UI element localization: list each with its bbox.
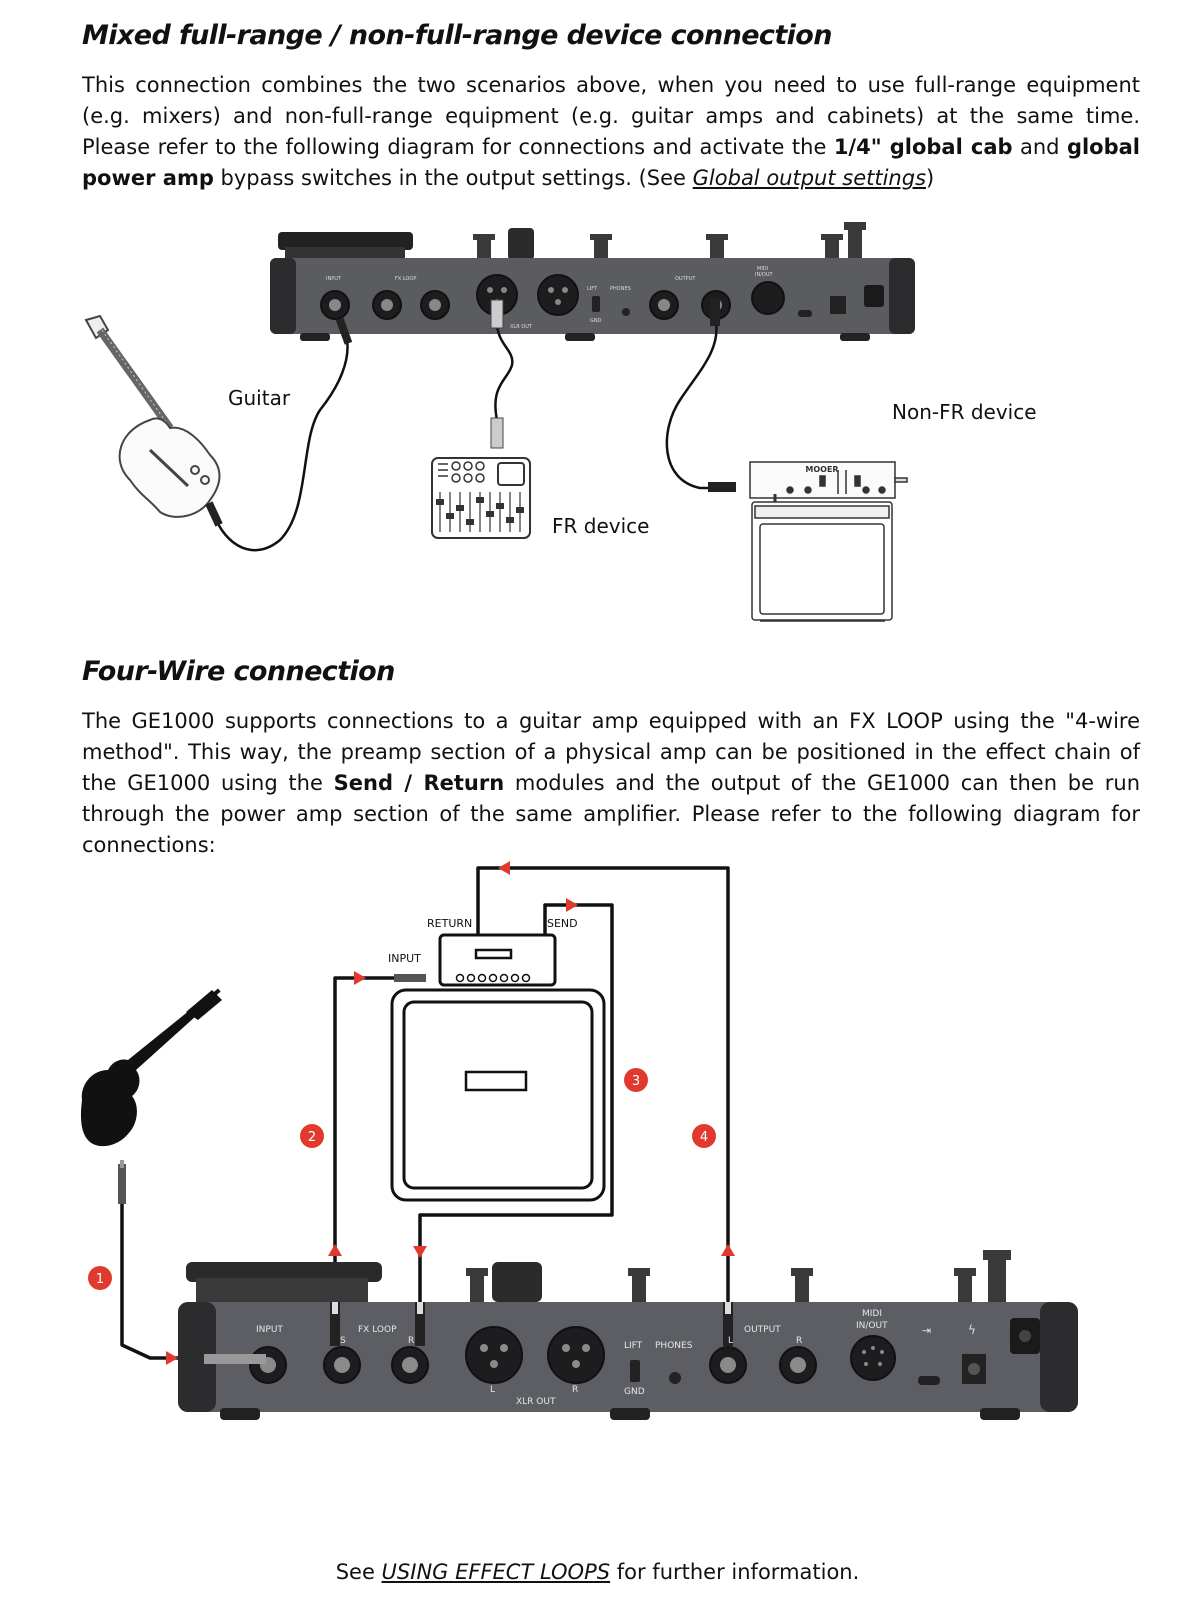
fr-device-label: FR device bbox=[552, 514, 650, 538]
panel-fxloop-label: FX LOOP bbox=[395, 276, 416, 282]
panel-xlrout-label: XLR OUT bbox=[516, 1397, 556, 1407]
panel-input-label: INPUT bbox=[256, 1325, 283, 1335]
bold-global-power-amp: global power amp bbox=[82, 135, 1140, 190]
section-title-mixed: Mixed full-range / non-full-range device… bbox=[82, 20, 832, 51]
guitar-silhouette-icon bbox=[80, 988, 222, 1147]
panel-l-label: L bbox=[490, 1385, 495, 1395]
cabinet-icon bbox=[390, 988, 606, 1202]
paragraph-text: The GE1000 supports connections to a gui… bbox=[82, 709, 1140, 795]
amp-send-label: SEND bbox=[547, 917, 578, 930]
panel-output-label: OUTPUT bbox=[744, 1325, 781, 1335]
section-title-four-wire: Four-Wire connection bbox=[82, 656, 395, 687]
non-fr-amp-icon bbox=[749, 461, 908, 622]
panel-input-label: INPUT bbox=[326, 276, 342, 282]
output-cable bbox=[665, 321, 735, 490]
marker-4: 4 bbox=[700, 1130, 708, 1145]
marker-2: 2 bbox=[308, 1130, 316, 1145]
paragraph-text: ) bbox=[926, 166, 935, 190]
amp-input-label: INPUT bbox=[388, 952, 421, 965]
panel-phones-label: PHONES bbox=[610, 286, 631, 292]
panel-midi-label: MIDI bbox=[757, 266, 768, 272]
panel-phones-label: PHONES bbox=[655, 1341, 693, 1351]
guitar-label: Guitar bbox=[228, 386, 291, 410]
numbered-markers: 1 2 3 4 bbox=[88, 1068, 716, 1290]
wire-4 bbox=[476, 866, 730, 1305]
power-icon: ϟ bbox=[968, 1323, 976, 1337]
xlr-cable bbox=[494, 321, 514, 421]
panel-xlrout-label: XLR OUT bbox=[510, 324, 533, 330]
amp-head-icon bbox=[438, 933, 557, 987]
panel-output-label: OUTPUT bbox=[675, 276, 696, 282]
signal-arrows bbox=[166, 861, 735, 1365]
footer-text: See bbox=[335, 1560, 382, 1584]
fr-device-mixer-icon bbox=[431, 457, 531, 539]
usb-icon: ⇥ bbox=[922, 1324, 931, 1337]
marker-1: 1 bbox=[96, 1272, 104, 1287]
marker-3: 3 bbox=[632, 1074, 640, 1089]
wire-2 bbox=[333, 976, 420, 1305]
panel-midi-label: MIDI bbox=[862, 1309, 882, 1319]
footer-text: for further information. bbox=[610, 1560, 860, 1584]
panel-inout-label: IN/OUT bbox=[856, 1321, 888, 1331]
panel-r3-label: R bbox=[796, 1336, 802, 1346]
wire-3 bbox=[418, 903, 614, 1305]
panel-lift-label: LIFT bbox=[624, 1341, 643, 1351]
panel-gnd-label: GND bbox=[624, 1387, 645, 1397]
section-paragraph-mixed: This connection combines the two scenari… bbox=[82, 70, 1140, 194]
amp-brand-logo: MOOER bbox=[805, 465, 838, 474]
panel-r-label: R bbox=[408, 1336, 414, 1346]
panel-l2-label: L bbox=[728, 1336, 733, 1346]
panel-gnd-label: GND bbox=[590, 318, 602, 324]
global-output-settings-link[interactable]: Global output settings bbox=[692, 166, 927, 190]
bold-global-cab: 1/4" global cab bbox=[833, 135, 1013, 159]
panel-fxloop-label: FX LOOP bbox=[358, 1325, 397, 1335]
guitar-cable bbox=[210, 339, 349, 552]
ge1000-device-bottom: INPUT FX LOOP S R L R XLR OUT LIFT PHONE… bbox=[178, 1250, 1078, 1420]
panel-inout-label: IN/OUT bbox=[755, 272, 773, 278]
paragraph-text: and bbox=[1012, 135, 1067, 159]
panel-lift-label: LIFT bbox=[587, 286, 598, 292]
non-fr-device-label: Non-FR device bbox=[892, 400, 1037, 424]
section-paragraph-four-wire: The GE1000 supports connections to a gui… bbox=[82, 706, 1140, 861]
paragraph-text: This connection combines the two scenari… bbox=[82, 73, 1140, 159]
paragraph-text: bypass switches in the output settings. … bbox=[213, 166, 693, 190]
guitar-icon bbox=[84, 314, 221, 518]
amp-return-label: RETURN bbox=[427, 917, 472, 930]
ge1000-device-top: INPUT FX LOOP LIFT PHONES GND OUTPUT MID… bbox=[270, 222, 915, 341]
panel-s-label: S bbox=[340, 1336, 346, 1346]
panel-r2-label: R bbox=[572, 1385, 578, 1395]
paragraph-text: modules and the output of the GE1000 can… bbox=[82, 771, 1141, 857]
bold-send-return: Send / Return bbox=[333, 771, 505, 795]
using-effect-loops-link[interactable]: USING EFFECT LOOPS bbox=[381, 1560, 611, 1584]
footer-note: See USING EFFECT LOOPS for further infor… bbox=[0, 1560, 1195, 1584]
